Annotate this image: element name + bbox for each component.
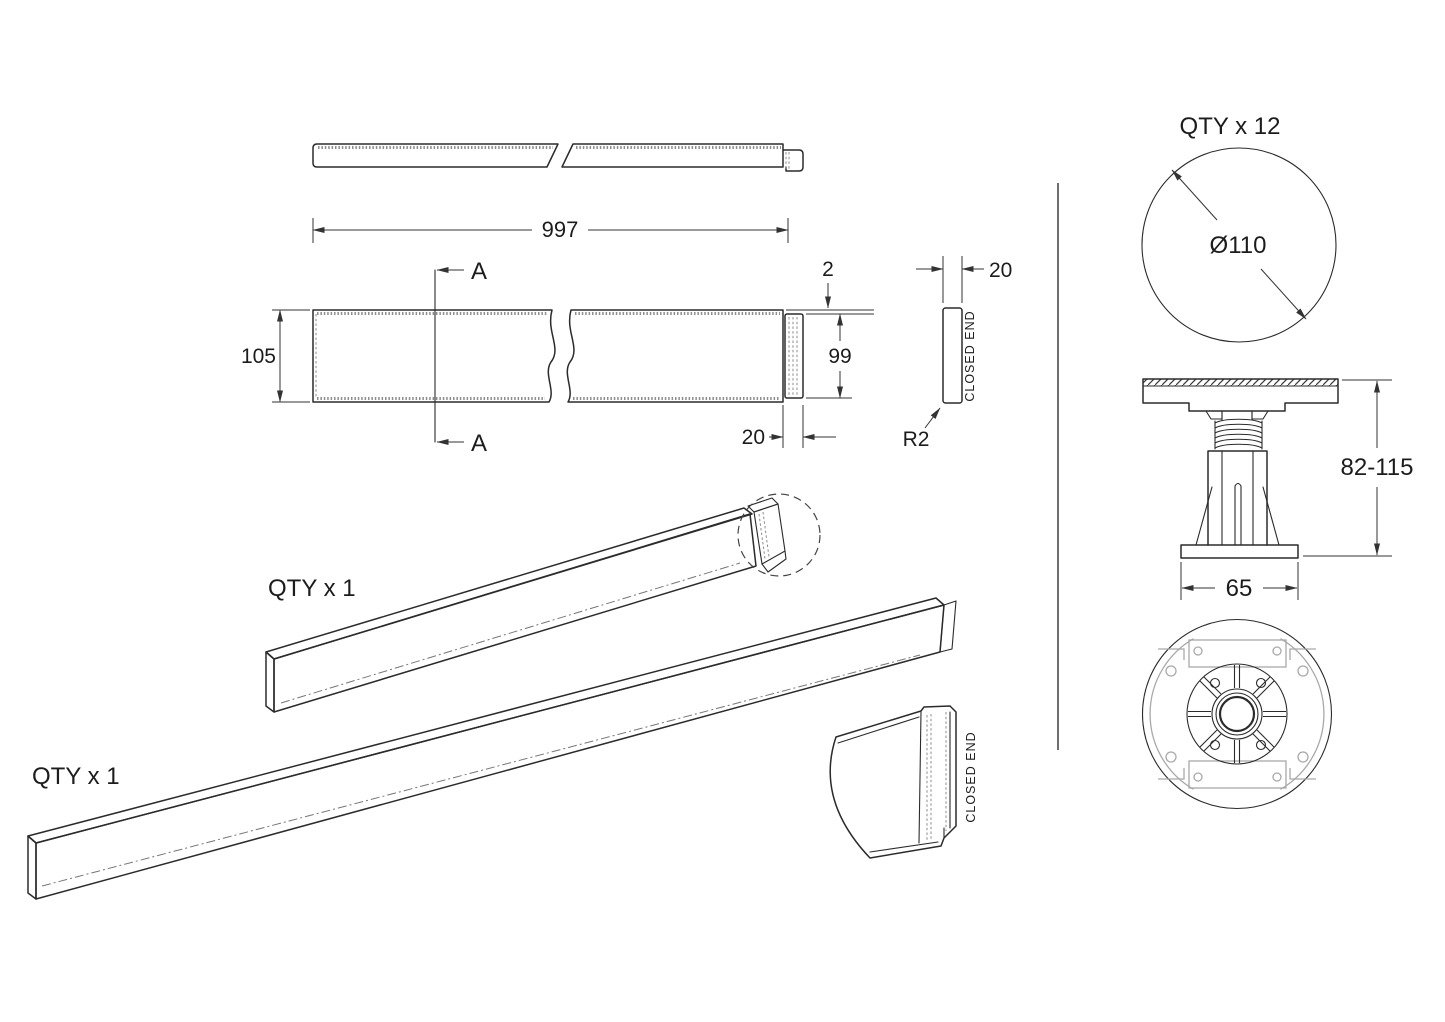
dim-dia110-text: Ø110 [1210, 232, 1267, 259]
foot-bottom-view [1141, 618, 1333, 810]
dim-r2-text: R2 [903, 428, 930, 451]
dim-65: 65 [1180, 562, 1299, 602]
foot-thread [1214, 418, 1263, 450]
dim-20-front-text: 20 [742, 426, 765, 449]
iso-short-qty-label: QTY x 1 [268, 575, 356, 602]
closed-end-detail-label: CLOSED END [964, 731, 978, 822]
section-line-AA: A A [434, 258, 487, 457]
foot-bottom-substructure [1149, 638, 1325, 790]
iso-panel-long: QTY x 1 [27, 597, 957, 900]
dim-20-profile-text: 20 [989, 259, 1012, 282]
dim-82-115: 82-115 [1303, 379, 1414, 557]
section-label-bottom: A [471, 430, 487, 457]
detail-callout-circle [737, 493, 821, 577]
panel-top-view [312, 143, 804, 172]
closed-end-profile-label: CLOSED END [963, 310, 977, 401]
dim-20-front: 20 [742, 405, 836, 449]
closed-end-detail-view: CLOSED END [829, 705, 978, 859]
dim-105: 105 [241, 309, 310, 403]
foot-qty-label: QTY x 12 [1180, 113, 1281, 140]
iso-panel-short: QTY x 1 [265, 493, 821, 713]
dim-82-115-text: 82-115 [1341, 454, 1414, 481]
dim-105-text: 105 [241, 345, 276, 368]
dim-99-text: 99 [828, 345, 851, 368]
panel-front-view [312, 309, 804, 403]
foot-plan-view: QTY x 12 Ø110 [1141, 113, 1337, 343]
dim-99: 99 [806, 313, 852, 399]
end-profile-view: CLOSED END 20 R2 [903, 256, 1012, 451]
foot-side-view: 82-115 65 [1142, 378, 1414, 602]
dim-65-text: 65 [1226, 575, 1253, 602]
dim-2: 2 [786, 258, 874, 315]
dim-997: 997 [312, 217, 789, 243]
dim-2-text: 2 [822, 258, 834, 281]
iso-long-qty-label: QTY x 1 [32, 763, 120, 790]
dim-997-text: 997 [542, 217, 579, 242]
section-label-top: A [471, 258, 487, 285]
foot-bottom-ribs [1188, 665, 1286, 763]
